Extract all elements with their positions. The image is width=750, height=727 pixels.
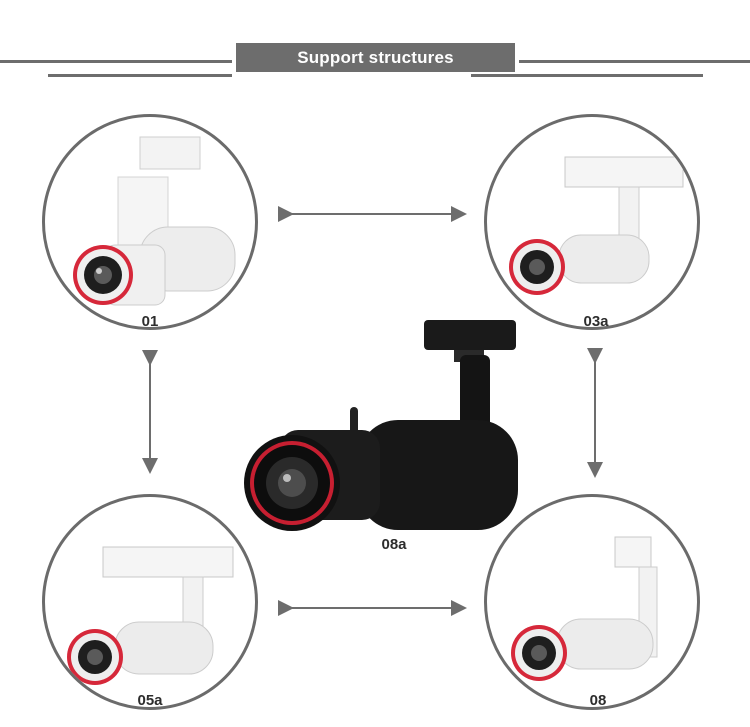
header-line-left-bottom [48,74,232,77]
page-title: Support structures [236,43,515,72]
spotlight-08a-image [244,320,518,531]
header-line-right-top [519,60,750,63]
header-line-left-top [0,60,232,63]
spotlight-08-image [511,536,658,681]
product-circle-01 [42,114,258,330]
product-circle-03a [484,114,700,330]
product-circle-05a [42,494,258,710]
product-label-08: 08 [589,692,607,709]
product-label-08a: 08a [381,536,407,553]
spotlight-05a-image [67,546,234,685]
product-label-03a: 03a [583,313,609,330]
spotlight-01-image [73,136,236,306]
product-circle-08 [484,494,700,710]
product-label-05a: 05a [137,692,163,709]
header-line-right-bottom [471,74,703,77]
spotlight-03a-image [509,156,684,295]
product-label-01: 01 [141,313,159,330]
